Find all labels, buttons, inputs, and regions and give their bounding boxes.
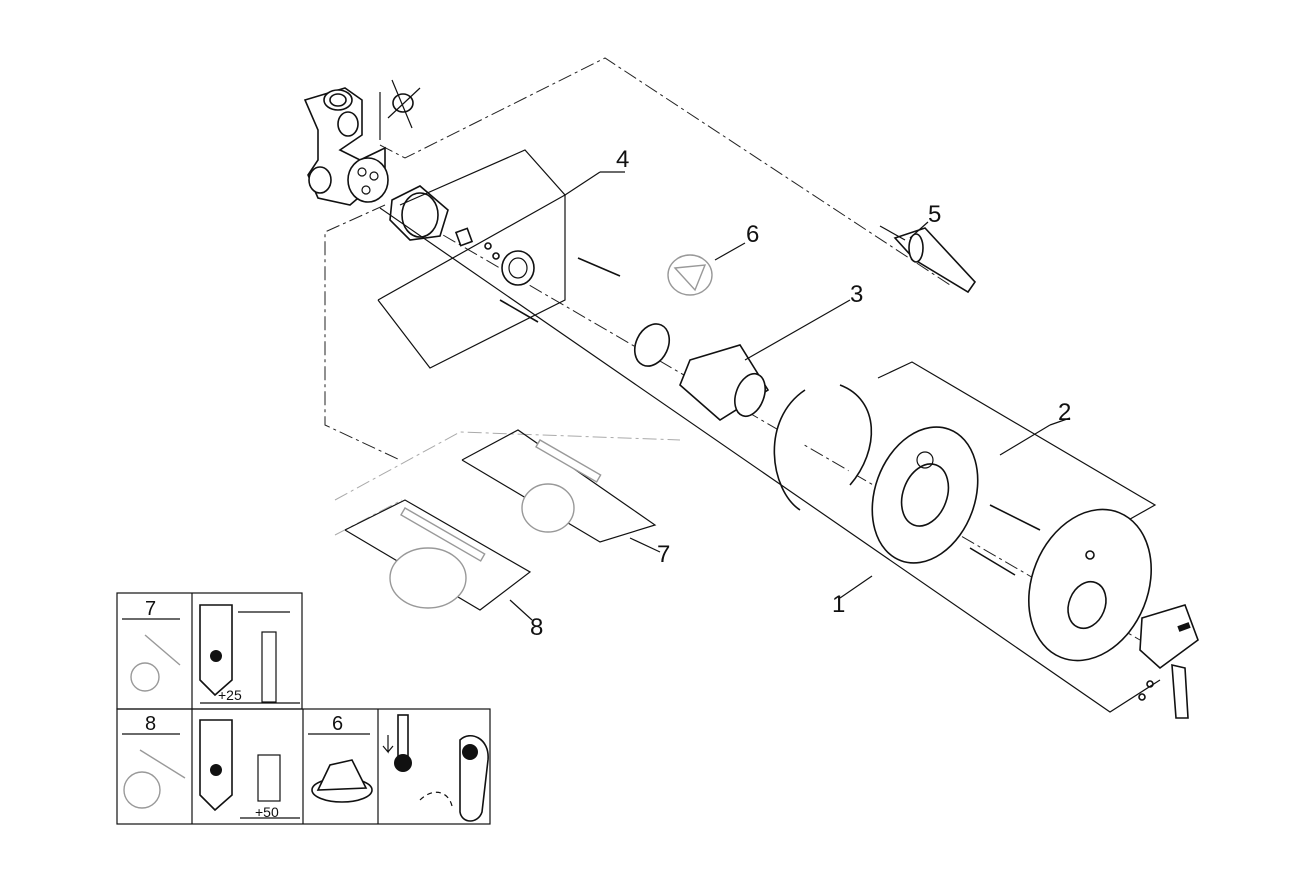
- callout-4: 4: [616, 146, 629, 173]
- callout-6: 6: [746, 221, 759, 248]
- group-1-bracket: [379, 207, 1161, 713]
- group-4-bracket: [377, 149, 625, 369]
- cartridge-assembly: [389, 185, 621, 323]
- callout-3: 3: [850, 281, 863, 308]
- inset-8-label: 8: [145, 713, 156, 735]
- mounting-plate: [871, 426, 1041, 576]
- lever-handle: [1138, 604, 1199, 719]
- inset-table: [116, 592, 491, 825]
- dim-plus-50: +50: [255, 804, 279, 820]
- callout-7: 7: [657, 541, 670, 568]
- assembly-axis-lines: [324, 57, 1141, 641]
- inset-cell-6: [308, 733, 373, 803]
- inset-6-label: 6: [332, 713, 343, 735]
- escutcheon-trim: [1027, 508, 1153, 662]
- valve-body-rough-in: [303, 87, 389, 206]
- part-6-cap: [667, 242, 746, 296]
- dim-plus-25: +25: [218, 687, 242, 703]
- part-5-spindle: [879, 221, 977, 294]
- inset-cell-7: [122, 604, 300, 704]
- callout-5: 5: [928, 201, 941, 228]
- callout-8: 8: [530, 614, 543, 641]
- callout-2: 2: [1058, 399, 1071, 426]
- retaining-ring: [773, 384, 873, 511]
- inset-7-label: 7: [145, 598, 156, 620]
- temperature-limit-cell: [382, 714, 489, 822]
- option-7-parts: [334, 429, 681, 553]
- no-tool-symbol-icon: [379, 79, 421, 140]
- option-8-parts: [334, 499, 533, 621]
- callout-1: 1: [832, 591, 845, 618]
- part-3-sleeve: [633, 299, 851, 421]
- inset-cell-8: [122, 719, 300, 819]
